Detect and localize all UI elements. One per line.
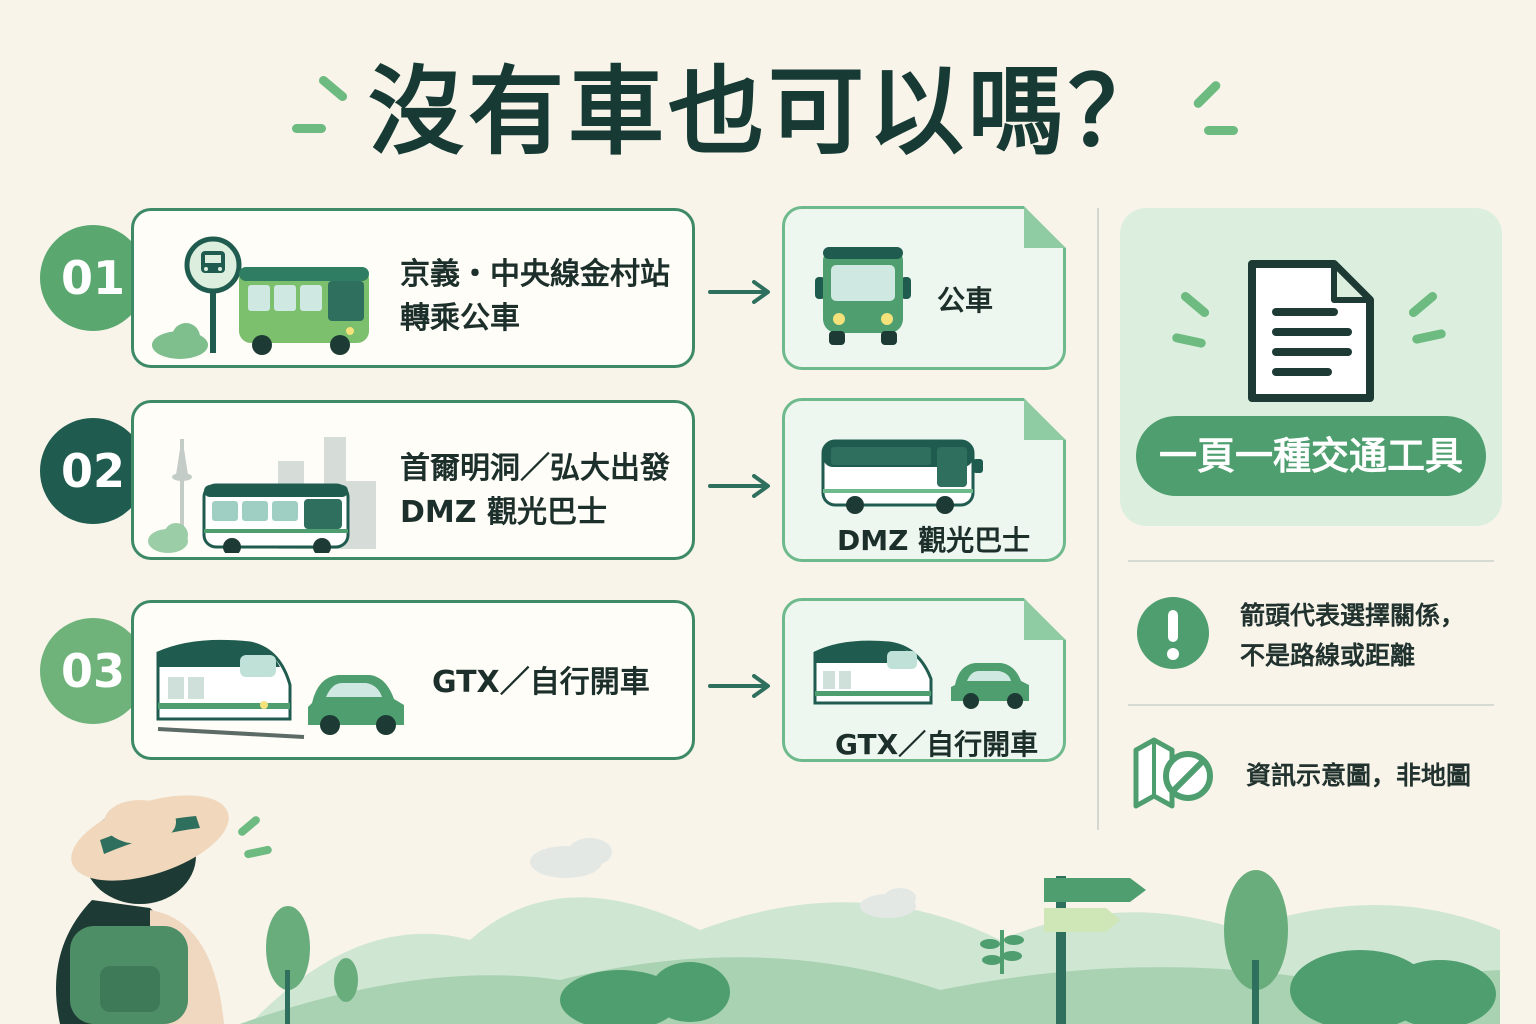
doc-spark-right-1 (1407, 290, 1439, 319)
tree (266, 870, 1288, 1024)
route-card-03[interactable]: GTX／自行開車 (131, 600, 695, 760)
document-icon (1248, 260, 1374, 402)
title-spark-right-2 (1204, 126, 1238, 135)
arrow-right-icon-03 (708, 674, 770, 698)
page-title: 沒有車也可以嗎？ (368, 56, 1168, 168)
principle-label: 一頁一種交通工具 (1136, 416, 1486, 496)
mode-card-dmz-bus[interactable]: DMZ 觀光巴士 (782, 398, 1066, 562)
doc-spark-left-2 (1171, 332, 1207, 349)
tour-bus-city-icon (148, 437, 376, 553)
route-text-01-line2: 轉乘公車 (400, 301, 520, 336)
page-fold (1024, 206, 1066, 248)
no-map-icon (1133, 737, 1213, 809)
mode-card-bus[interactable]: 公車 (782, 206, 1066, 370)
arrow-right-icon-01 (708, 280, 770, 304)
doc-spark-right-2 (1411, 328, 1447, 345)
route-card-01[interactable]: 京義・中央線金村站 轉乘公車 (131, 208, 695, 368)
mode-label-gtx-car: GTX／自行開車 (835, 728, 1039, 761)
page-fold (1024, 398, 1066, 440)
route-text-02-line2: DMZ 觀光巴士 (400, 495, 607, 530)
step-badge-02: 02 (40, 418, 146, 524)
tour-bus-icon (821, 439, 983, 514)
mode-label-bus: 公車 (937, 284, 994, 317)
bus-stop-scene-icon (152, 236, 369, 359)
train-and-car-small-icon (813, 640, 1029, 709)
note-arrow-line1: 箭頭代表選擇關係， (1240, 601, 1466, 630)
sprout-icon (980, 930, 1024, 974)
title-spark-left-2 (292, 124, 326, 133)
step-badge-01: 01 (40, 225, 146, 331)
bus-front-icon (815, 247, 911, 345)
arrow-right-icon-02 (708, 474, 770, 498)
route-text-01-line1: 京義・中央線金村站 (400, 257, 670, 292)
note-map: 資訊示意圖，非地圖 (1246, 761, 1472, 790)
doc-spark-left-1 (1179, 290, 1211, 319)
divider-line-2 (1128, 704, 1494, 706)
signpost-icon (1044, 876, 1146, 1024)
traveler-illustration (56, 795, 229, 1024)
mode-label-dmz-bus: DMZ 觀光巴士 (837, 524, 1031, 557)
step-badge-03: 03 (40, 618, 146, 724)
landscape-scene (56, 795, 1500, 1024)
route-text-03-line1: GTX／自行開車 (432, 665, 650, 700)
exclamation-icon (1137, 597, 1209, 669)
note-arrow-line2: 不是路線或距離 (1240, 641, 1416, 670)
route-text-02-line1: 首爾明洞／弘大出發 (400, 451, 670, 486)
train-and-car-icon (156, 639, 404, 739)
page-fold (1024, 598, 1066, 640)
vertical-divider (1097, 208, 1099, 830)
route-card-02[interactable]: 首爾明洞／弘大出發 DMZ 觀光巴士 (131, 400, 695, 560)
mode-card-gtx-car[interactable]: GTX／自行開車 (782, 598, 1066, 762)
divider-line-1 (1128, 560, 1494, 562)
